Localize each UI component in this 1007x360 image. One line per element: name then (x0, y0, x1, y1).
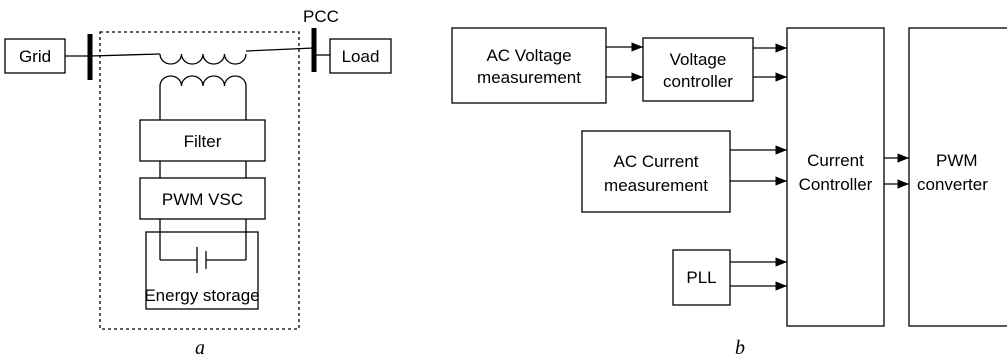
current-ctrl-line2: Controller (799, 175, 873, 194)
diagram-b: AC Voltage measurement Voltage controlle… (451, 27, 1007, 359)
voltage-ctrl-line2: controller (663, 72, 733, 91)
caption-a: a (195, 337, 205, 359)
ac-current-line2: measurement (604, 176, 708, 195)
grid-box (4, 38, 66, 74)
grid-label: Grid (19, 47, 51, 66)
load-box (329, 38, 392, 74)
ac-current-line1: AC Current (613, 152, 698, 171)
voltage-ctrl-line1: Voltage (670, 50, 727, 69)
pll-box (672, 249, 731, 306)
load-label: Load (342, 47, 380, 66)
transformer-secondary-coil (159, 75, 247, 87)
energy-storage-box (145, 231, 259, 310)
pwm-conv-line1: PWM (936, 151, 978, 170)
transformer-primary-coil (159, 53, 247, 65)
pwm-vsc-label: PWM VSC (162, 190, 243, 209)
compensator-enclosure (99, 31, 300, 330)
pwm-conv-line2: converter (917, 175, 988, 194)
main-line-left (89, 53, 161, 57)
ac-voltage-line2: measurement (477, 68, 581, 87)
energy-storage-label: Energy storage (144, 286, 259, 305)
current-ctrl-line1: Current (807, 151, 864, 170)
voltage-controller-box (642, 37, 754, 102)
ac-current-measurement-box (581, 130, 731, 213)
pwm-vsc-box (139, 177, 266, 220)
pcc-label: PCC (303, 7, 339, 26)
main-line-right (245, 47, 315, 52)
current-controller-box (786, 27, 885, 327)
filter-label: Filter (184, 132, 222, 151)
pll-label: PLL (686, 268, 716, 287)
caption-b: b (735, 337, 745, 359)
ac-voltage-line1: AC Voltage (486, 46, 571, 65)
filter-box (139, 119, 266, 162)
diagram-a: Grid PCC Load Filter PWM VSC (4, 7, 392, 359)
ac-voltage-measurement-box (451, 27, 607, 104)
pwm-converter-box (908, 27, 1007, 327)
